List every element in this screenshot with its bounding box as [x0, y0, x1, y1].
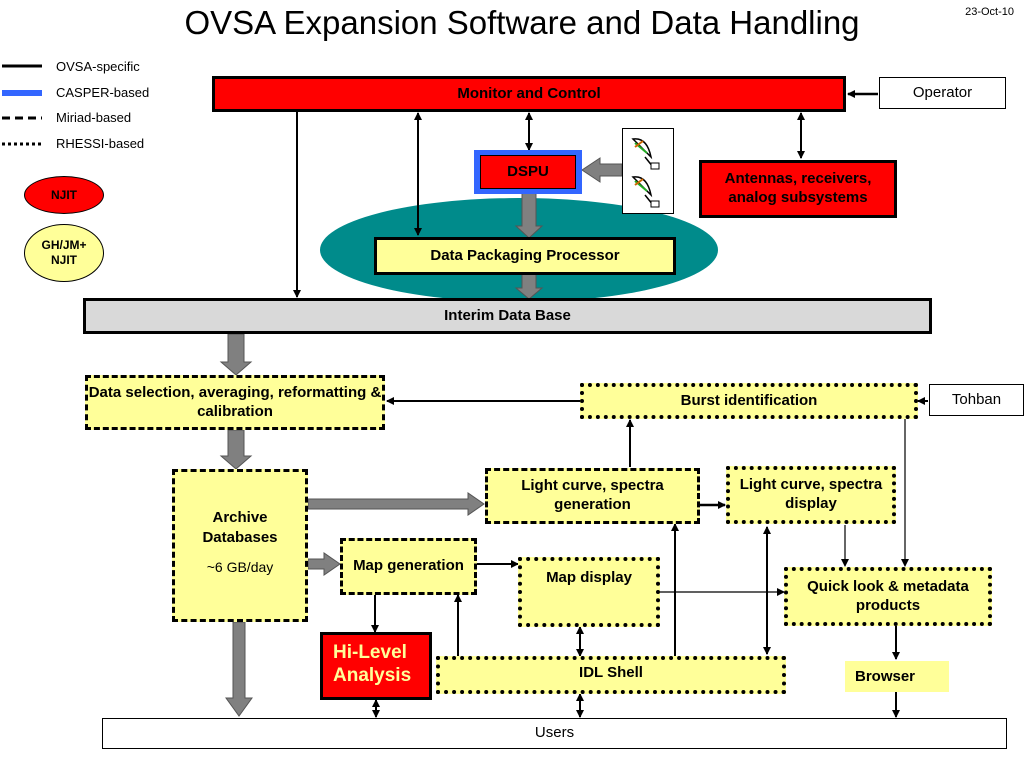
gray-arrow-archive-users: [225, 621, 253, 717]
gray-arrow-dspu-packaging: [514, 191, 544, 239]
gray-arrow-selection-archive: [219, 429, 253, 470]
archive-label-line2: Databases: [202, 528, 278, 546]
date-label: 23-Oct-10: [965, 6, 1014, 18]
gray-arrow-packaging-interim: [514, 273, 544, 300]
dspu-outer: DSPU: [474, 150, 582, 194]
njit-badge: NJIT: [24, 176, 104, 214]
browser-box: Browser: [845, 661, 949, 692]
satellite-dish-icon: [631, 138, 660, 208]
gray-arrow-archive-lightcurve: [307, 492, 485, 516]
gray-arrow-interim-selection: [219, 333, 253, 376]
map-generation-box: Map generation: [340, 538, 477, 595]
legend-lines: [2, 64, 42, 146]
lc-generation-box: Light curve, spectra generation: [485, 468, 700, 524]
data-packaging-box: Data Packaging Processor: [374, 237, 676, 275]
operator-box: Operator: [879, 77, 1006, 109]
ghjm-badge: GH/JM+ NJIT: [24, 224, 104, 282]
ghjm-badge-line2: NJIT: [50, 253, 77, 267]
gray-arrow-antenna-dspu: [581, 157, 623, 183]
archive-size-label: ~6 GB/day: [206, 559, 274, 575]
antenna-icons-panel: [622, 128, 674, 214]
ghjm-badge-line1: GH/JM+: [41, 238, 87, 252]
archive-db-box: Archive Databases ~6 GB/day: [172, 469, 308, 622]
archive-label-line1: Archive: [212, 509, 268, 526]
legend-label-ovsa: OVSA-specific: [56, 59, 140, 74]
legend-label-casper: CASPER-based: [56, 85, 150, 100]
burst-id-box: Burst identification: [580, 383, 918, 419]
lc-display-box: Light curve, spectra display: [726, 466, 896, 524]
quicklook-box: Quick look & metadata products: [784, 567, 992, 626]
legend-label-miriad: Miriad-based: [56, 110, 132, 125]
dspu-box: DSPU: [480, 155, 576, 189]
data-selection-box: Data selection, averaging, reformatting …: [85, 375, 385, 430]
gray-arrow-archive-map: [307, 552, 341, 576]
monitor-control-box: Monitor and Control: [212, 76, 846, 112]
antennas-box: Antennas, receivers, analog subsystems: [699, 160, 897, 218]
page-title: OVSA Expansion Software and Data Handlin…: [184, 4, 860, 41]
idl-shell-box: IDL Shell: [436, 656, 786, 694]
tohban-box: Tohban: [929, 384, 1024, 416]
hi-level-analysis-box: Hi-Level Analysis: [320, 632, 432, 700]
interim-db-box: Interim Data Base: [83, 298, 932, 334]
legend-label-rhessi: RHESSI-based: [56, 136, 145, 151]
map-display-box: Map display: [518, 557, 660, 627]
users-box: Users: [102, 718, 1007, 749]
